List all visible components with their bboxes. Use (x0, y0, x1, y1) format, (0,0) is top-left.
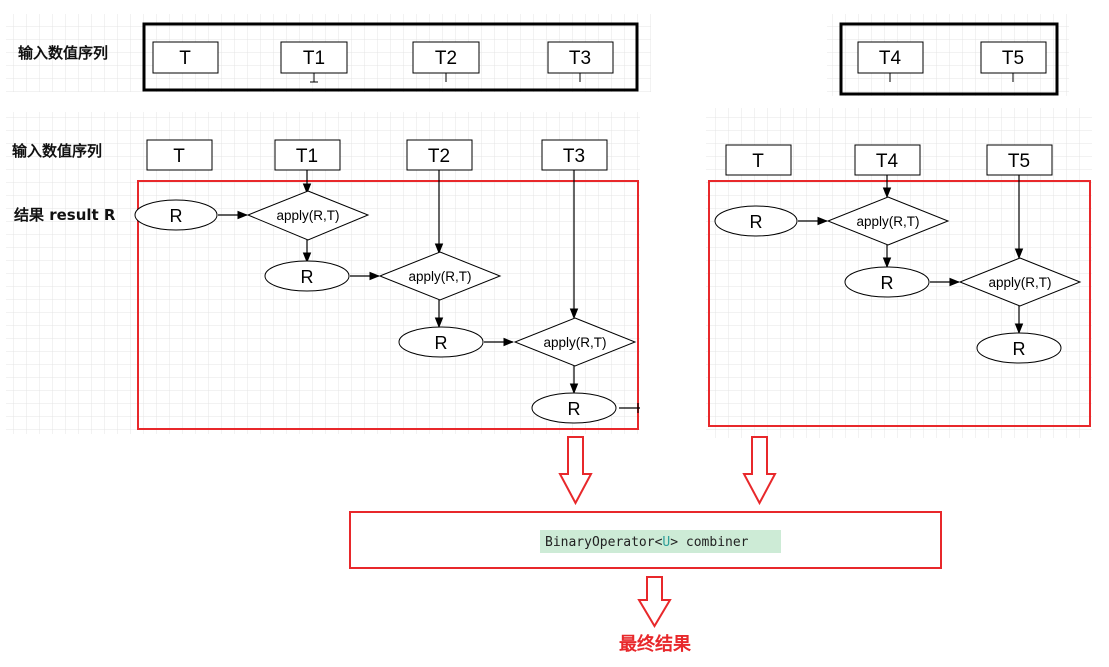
svg-text:R: R (881, 273, 894, 293)
top-right-sequence-box (839, 22, 1059, 96)
input-box-t: T (179, 48, 191, 69)
apply-diamond-1 (246, 190, 370, 241)
result-node-1 (264, 260, 350, 292)
svg-text:R: R (435, 333, 448, 353)
svg-text:apply(R,T): apply(R,T) (543, 335, 606, 350)
input-box-t2: T2 (428, 146, 450, 167)
apply-diamond-5 (958, 257, 1082, 307)
top-left-sequence-box (142, 22, 639, 92)
input-sequence-label: 输入数值序列 (12, 142, 102, 160)
svg-text:apply(R,T): apply(R,T) (276, 208, 339, 223)
svg-text:R: R (750, 212, 763, 232)
input-box-t: T (752, 151, 764, 172)
right-nodes: R apply(R,T) R apply(R,T) R (714, 196, 1082, 364)
left-inputs: T T1 T2 T3 (146, 139, 608, 171)
input-box-t4: T4 (876, 151, 899, 172)
apply-diamond-2 (378, 251, 502, 301)
left-nodes: R apply(R,T) R apply(R,T) R apply(R,T) R (134, 190, 637, 424)
input-box-t1: T1 (303, 48, 325, 69)
down-arrow-icon (637, 576, 672, 628)
result-node-2 (398, 326, 484, 358)
result-node-initial (134, 199, 218, 231)
svg-text:apply(R,T): apply(R,T) (856, 214, 919, 229)
top-right-inputs: T4 T5 (857, 41, 1047, 82)
top-left-inputs: T T1 T2 T3 (152, 41, 614, 83)
final-result-label: 最终结果 (619, 633, 692, 655)
svg-text:R: R (1013, 339, 1026, 359)
input-box-t: T (173, 146, 185, 167)
result-node-5 (976, 332, 1062, 364)
left-accumulation-box (137, 180, 639, 430)
result-node-4 (844, 266, 930, 298)
input-box-t2: T2 (435, 48, 457, 69)
svg-text:apply(R,T): apply(R,T) (408, 269, 471, 284)
apply-diamond-4 (826, 196, 950, 246)
right-accumulation-box (708, 180, 1091, 427)
down-arrow-icon (558, 436, 593, 506)
input-box-t5: T5 (1008, 151, 1030, 172)
input-box-t5: T5 (1002, 48, 1024, 69)
svg-text:R: R (568, 399, 581, 419)
down-arrow-icon (742, 436, 777, 506)
apply-diamond-3 (513, 317, 637, 367)
combiner-code-highlight (540, 530, 781, 553)
input-sequence-label-top: 输入数值序列 (18, 44, 108, 62)
svg-text:R: R (301, 267, 314, 287)
svg-text:R: R (170, 206, 183, 226)
input-box-t3: T3 (569, 48, 591, 69)
svg-text:apply(R,T): apply(R,T) (988, 275, 1051, 290)
result-node-3 (531, 392, 617, 424)
result-node-initial (714, 205, 798, 237)
combiner-code: BinaryOperator<U> combiner (545, 535, 749, 550)
input-box-t4: T4 (879, 48, 902, 69)
input-box-t1: T1 (296, 146, 318, 167)
result-label: 结果 result R (14, 206, 116, 224)
right-inputs: T T4 T5 (725, 144, 1053, 176)
input-box-t3: T3 (563, 146, 585, 167)
